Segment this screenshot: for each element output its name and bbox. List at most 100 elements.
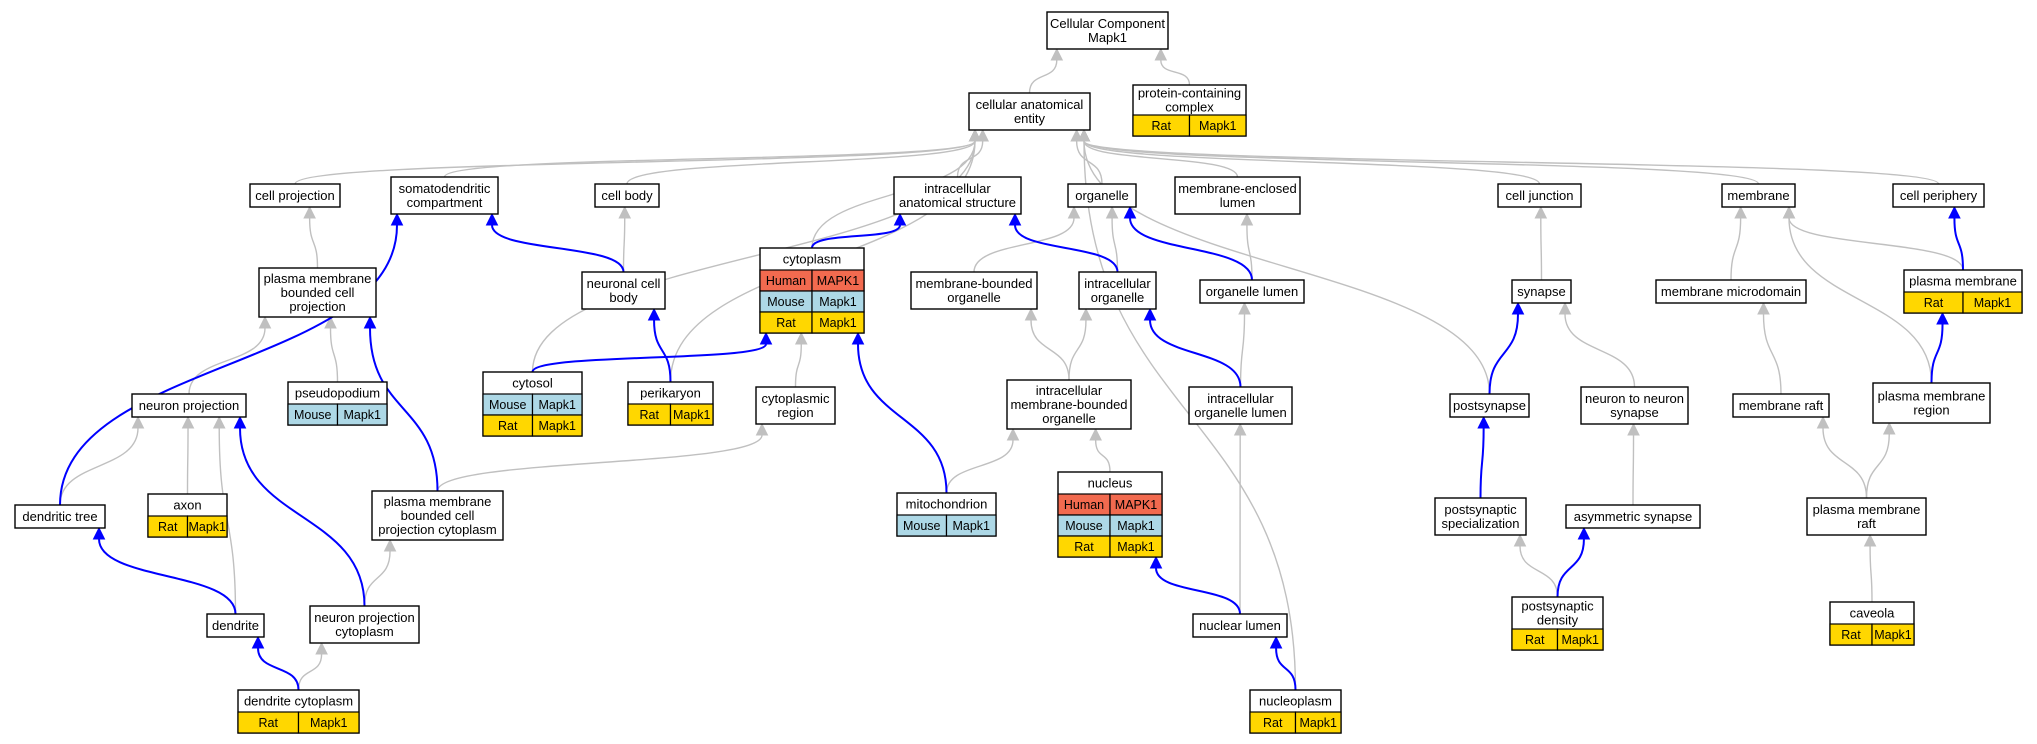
node-neuron-projection[interactable]: neuron projection	[131, 393, 247, 418]
mouse-annotation-label: Mapk1	[538, 398, 576, 412]
edge-arrowhead	[618, 205, 632, 219]
edge-arrowhead	[893, 212, 907, 226]
node-label-line: synapse	[1610, 405, 1658, 420]
edge-postsynaptic-specialization-to-postsynapse	[1477, 415, 1490, 499]
edge-arrowhead	[1477, 415, 1490, 429]
node-label-line: bounded cell	[401, 508, 475, 523]
edge-line	[1083, 140, 1760, 185]
node-box	[1067, 183, 1137, 208]
edge-arrowhead	[485, 212, 499, 226]
node-box	[1655, 279, 1807, 304]
node-dendrite[interactable]: dendrite	[206, 613, 265, 638]
edge-protein-containing-complex-to-root	[1154, 47, 1191, 86]
node-cell-junction[interactable]: cell junction	[1497, 183, 1582, 208]
node-asymmetric-synapse[interactable]: asymmetric synapse	[1565, 504, 1701, 529]
node-label-line: somatodendritic	[399, 181, 491, 196]
edge-line	[1028, 59, 1058, 94]
node-label-line: Cellular Component	[1050, 16, 1165, 31]
edge-line	[1149, 319, 1242, 388]
edge-arrowhead	[258, 315, 272, 329]
edge-line	[1788, 217, 1933, 384]
node-membrane[interactable]: membrane	[1721, 183, 1796, 208]
node-box	[206, 613, 265, 638]
rat-annotation-label: Rat	[1924, 296, 1944, 310]
node-box	[1721, 183, 1796, 208]
edge-arrowhead	[1558, 301, 1572, 315]
rat-annotation-cell	[1556, 628, 1604, 651]
edge-plasma-membrane-bounded-cell-projection-cytoplasm-to-cytoplasmic-region	[436, 422, 769, 492]
edge-arrowhead	[1006, 427, 1020, 441]
node-box	[1806, 497, 1927, 536]
node-box	[1565, 504, 1701, 529]
rat-annotation-label: Mapk1	[819, 316, 857, 330]
edge-plasma-membrane-region-to-plasma-membrane	[1930, 311, 1949, 384]
edge-arrowhead	[976, 128, 990, 142]
rat-annotation-label: Rat	[776, 316, 796, 330]
edge-arrowhead	[131, 415, 145, 429]
edge-line	[1540, 217, 1543, 281]
edge-line	[1788, 217, 1964, 271]
edge-intracellular-organelle-lumen-to-intracellular-organelle	[1143, 307, 1242, 388]
node-label-line: membrane raft	[1739, 398, 1824, 413]
node-postsynapse[interactable]: postsynapse	[1449, 393, 1530, 418]
edge-arrowhead	[1077, 128, 1091, 142]
node-label-line: membrane microdomain	[1661, 284, 1801, 299]
edge-cytosol-to-cellular-anatomical-entity	[531, 128, 982, 373]
edge-arrowhead	[390, 212, 404, 226]
node-organelle-lumen[interactable]: organelle lumen	[1199, 279, 1305, 304]
node-dendritic-tree[interactable]: dendritic tree	[14, 504, 106, 529]
node-synapse[interactable]: synapse	[1511, 279, 1572, 304]
rat-annotation-label: Mapk1	[1117, 540, 1155, 554]
node-cell-periphery[interactable]: cell periphery	[1892, 183, 1985, 208]
node-label-line: intracellular	[1084, 276, 1151, 291]
node-label-line: dendrite cytoplasm	[244, 694, 353, 709]
node-label-line: perikaryon	[640, 386, 701, 401]
edge-arrowhead	[1240, 212, 1254, 226]
edge-plasma-membrane-bounded-cell-projection-cytoplasm-to-plasma-membrane-bounded-cell-projection	[363, 315, 439, 492]
node-box	[1449, 393, 1530, 418]
rat-annotation-cell	[297, 711, 360, 734]
edge-arrowhead	[1154, 47, 1168, 61]
edge-mitochondrion-to-intracellular-membrane-bounded-organelle	[945, 427, 1020, 494]
node-cell-projection[interactable]: cell projection	[249, 183, 341, 208]
node-membrane-raft[interactable]: membrane raft	[1732, 393, 1830, 418]
node-organelle[interactable]: organelle	[1067, 183, 1137, 208]
edge-line	[1094, 439, 1111, 473]
node-nuclear-lumen[interactable]: nuclear lumen	[1192, 613, 1288, 638]
node-membrane-microdomain[interactable]: membrane microdomain	[1655, 279, 1807, 304]
node-cell-body[interactable]: cell body	[594, 183, 660, 208]
edge-intracellular-organelle-to-intracellular-anatomical-structure	[1008, 212, 1119, 273]
